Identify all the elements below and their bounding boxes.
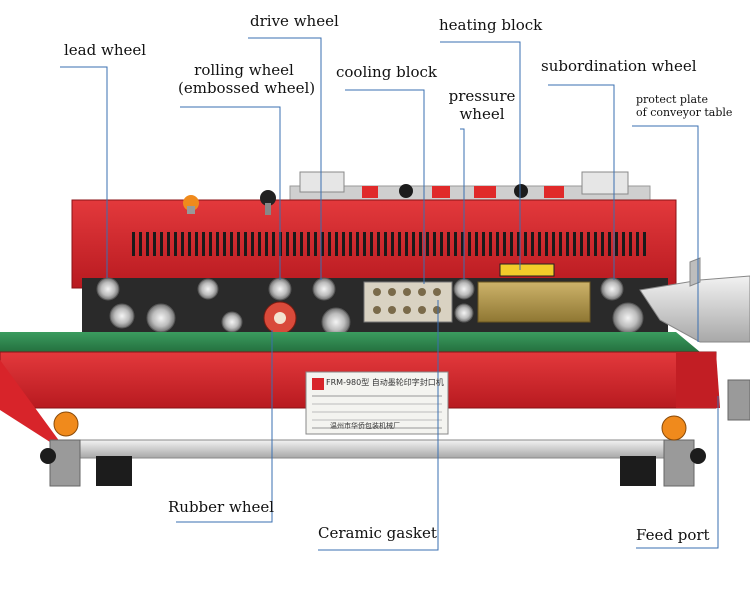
label-feed-port: Feed port (636, 526, 710, 544)
label-rolling-wheel: rolling wheel (embossed wheel) (178, 61, 316, 97)
label-heating-block: heating block (439, 16, 543, 34)
nameplate-model: FRM-980型 自动墨轮印字封口机 (326, 378, 444, 387)
nameplate (305, 371, 449, 435)
machine-body (71, 199, 677, 289)
label-drive-wheel: drive wheel (250, 12, 339, 30)
label-pressure-wheel-line2: wheel (459, 105, 505, 123)
label-rolling-wheel-line2: (embossed wheel) (178, 79, 316, 97)
mechanism-area (82, 277, 668, 337)
label-protect-plate-line1: protect plate (636, 93, 708, 106)
label-protect-plate-line2: of conveyor table (636, 106, 733, 119)
label-cooling-block: cooling block (336, 63, 438, 81)
label-ceramic-gasket: Ceramic gasket (318, 524, 437, 542)
label-pressure-wheel-line1: pressure (448, 87, 516, 105)
leader-lines (60, 37, 719, 551)
label-lead-wheel: lead wheel (64, 41, 147, 59)
top-knobs (183, 190, 276, 215)
nameplate-maker: 温州市华侨包装机械厂 (330, 422, 400, 430)
label-pressure-wheel: pressure wheel (446, 87, 518, 123)
label-subordination-wheel: subordination wheel (541, 57, 697, 75)
label-rolling-wheel-line1: rolling wheel (194, 61, 294, 79)
label-protect-plate: protect plate of conveyor table (636, 93, 732, 119)
base-frame (0, 360, 750, 487)
label-rubber-wheel: Rubber wheel (168, 498, 275, 516)
